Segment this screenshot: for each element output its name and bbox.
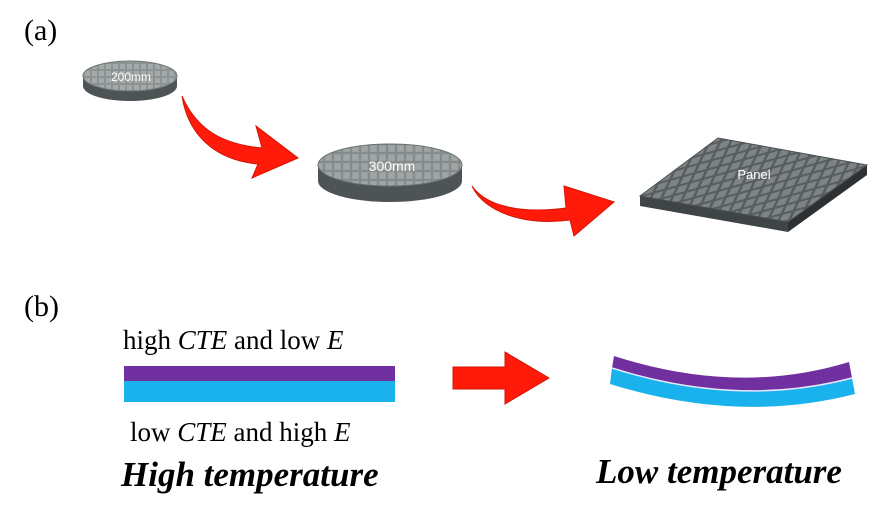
straight-arrow [452,351,550,405]
flat-bilayer [124,366,395,402]
bent-cyan-layer [610,368,855,407]
panel-b-label: (b) [24,290,59,323]
top-layer-prefix: high [123,325,178,355]
wafer-300mm-label: 300mm [369,158,416,174]
panel-label: Panel [737,167,770,182]
top-layer-cte: CTE [177,325,228,355]
flat-purple-layer [124,366,395,381]
bent-purple-layer [612,356,852,391]
wafer-200mm: 200mm [82,60,178,101]
wafer-300mm: 300mm [317,143,463,202]
top-layer-caption: high CTE and low E [123,325,344,356]
wafer-200mm-label: 200mm [111,70,151,84]
panel-b-graphics [452,351,855,407]
top-layer-middle: and low [227,325,328,355]
bottom-layer-e: E [334,417,351,447]
bent-bilayer [610,356,855,407]
arrow-200-to-300 [181,95,299,179]
bottom-layer-caption: low CTE and high E [130,417,351,448]
flat-cyan-layer [124,381,395,402]
panel-a-label: (a) [24,14,58,47]
low-temperature-label: Low temperature [596,452,842,491]
bottom-layer-middle: and high [226,417,335,447]
high-temperature-label: High temperature [121,455,379,494]
top-layer-e: E [327,325,344,355]
panel-substrate: Panel [638,137,869,232]
arrow-300-to-panel [471,185,616,237]
bottom-layer-prefix: low [130,417,178,447]
bottom-layer-cte: CTE [177,417,227,447]
panel-a-illustration: 200mm 300mm Panel [82,60,869,237]
